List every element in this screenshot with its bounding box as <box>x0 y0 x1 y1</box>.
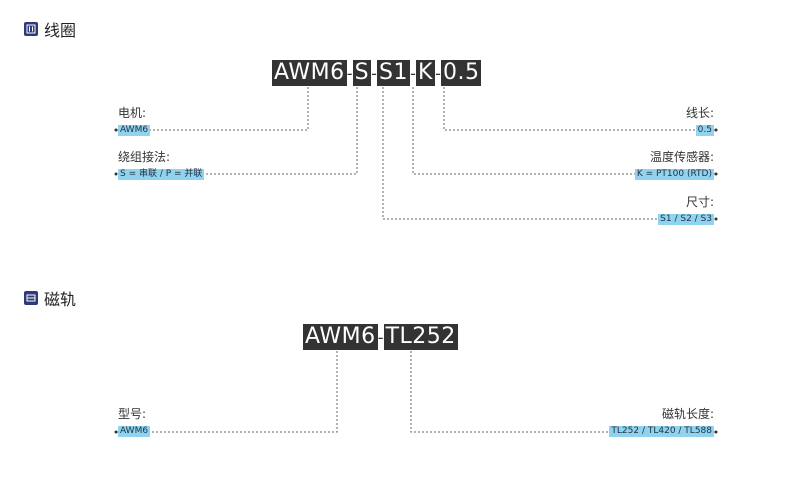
field-temp-label: 温度传感器: <box>649 150 714 164</box>
wire-model-code: AWM6 - S - S1 - K - 0.5 <box>272 60 482 86</box>
code-sep: - <box>435 63 441 83</box>
field-size-label: 尺寸: <box>685 195 714 209</box>
code-seg-winding: S <box>352 60 372 86</box>
field-motor-label: 电机: <box>118 106 147 120</box>
code-seg-model: AWM6 <box>303 324 378 350</box>
field-length: 线长: 0.5 <box>686 106 714 136</box>
line-temp <box>412 87 716 175</box>
track-icon <box>24 291 38 305</box>
track-model-code: AWM6 - TL252 <box>303 324 458 350</box>
field-temp-value: K = PT100 (RTD) <box>634 169 714 180</box>
field-motor-value: AWM6 <box>118 125 151 136</box>
code-sep: - <box>346 63 353 83</box>
field-length-value: 0.5 <box>695 125 714 136</box>
field-motor: 电机: AWM6 <box>118 106 151 136</box>
line-size <box>382 87 716 220</box>
code-seg-size: S1 <box>377 60 411 86</box>
code-seg-motor: AWM6 <box>272 60 347 86</box>
section-title-wire: 线圈 <box>24 17 76 41</box>
coil-icon <box>24 22 38 36</box>
code-seg-track-len: TL252 <box>383 324 458 350</box>
section-title-track-text: 磁轨 <box>44 290 77 309</box>
line-length <box>443 87 716 131</box>
code-seg-length: 0.5 <box>440 60 482 86</box>
line-model <box>116 351 338 433</box>
code-seg-temp: K <box>416 60 435 86</box>
field-winding: 绕组接法: S = 串联 / P = 并联 <box>118 150 205 180</box>
field-model: 型号: AWM6 <box>118 407 151 437</box>
line-winding <box>116 87 358 175</box>
field-size-value: S1 / S2 / S3 <box>658 214 714 225</box>
field-winding-label: 绕组接法: <box>118 150 171 164</box>
field-length-label: 线长: <box>685 106 714 120</box>
code-sep: - <box>377 327 384 347</box>
code-sep: - <box>410 63 416 83</box>
field-size: 尺寸: S1 / S2 / S3 <box>658 195 714 225</box>
code-sep: - <box>371 63 377 83</box>
field-model-value: AWM6 <box>118 426 151 437</box>
field-winding-value: S = 串联 / P = 并联 <box>118 169 205 180</box>
field-track-len: 磁轨长度: TL252 / TL420 / TL588 <box>609 407 714 437</box>
field-track-len-label: 磁轨长度: <box>661 407 714 421</box>
section-title-track: 磁轨 <box>24 286 76 310</box>
field-temp: 温度传感器: K = PT100 (RTD) <box>634 150 714 180</box>
section-title-wire-text: 线圈 <box>44 21 77 40</box>
field-model-label: 型号: <box>118 407 147 421</box>
field-track-len-value: TL252 / TL420 / TL588 <box>609 426 714 437</box>
